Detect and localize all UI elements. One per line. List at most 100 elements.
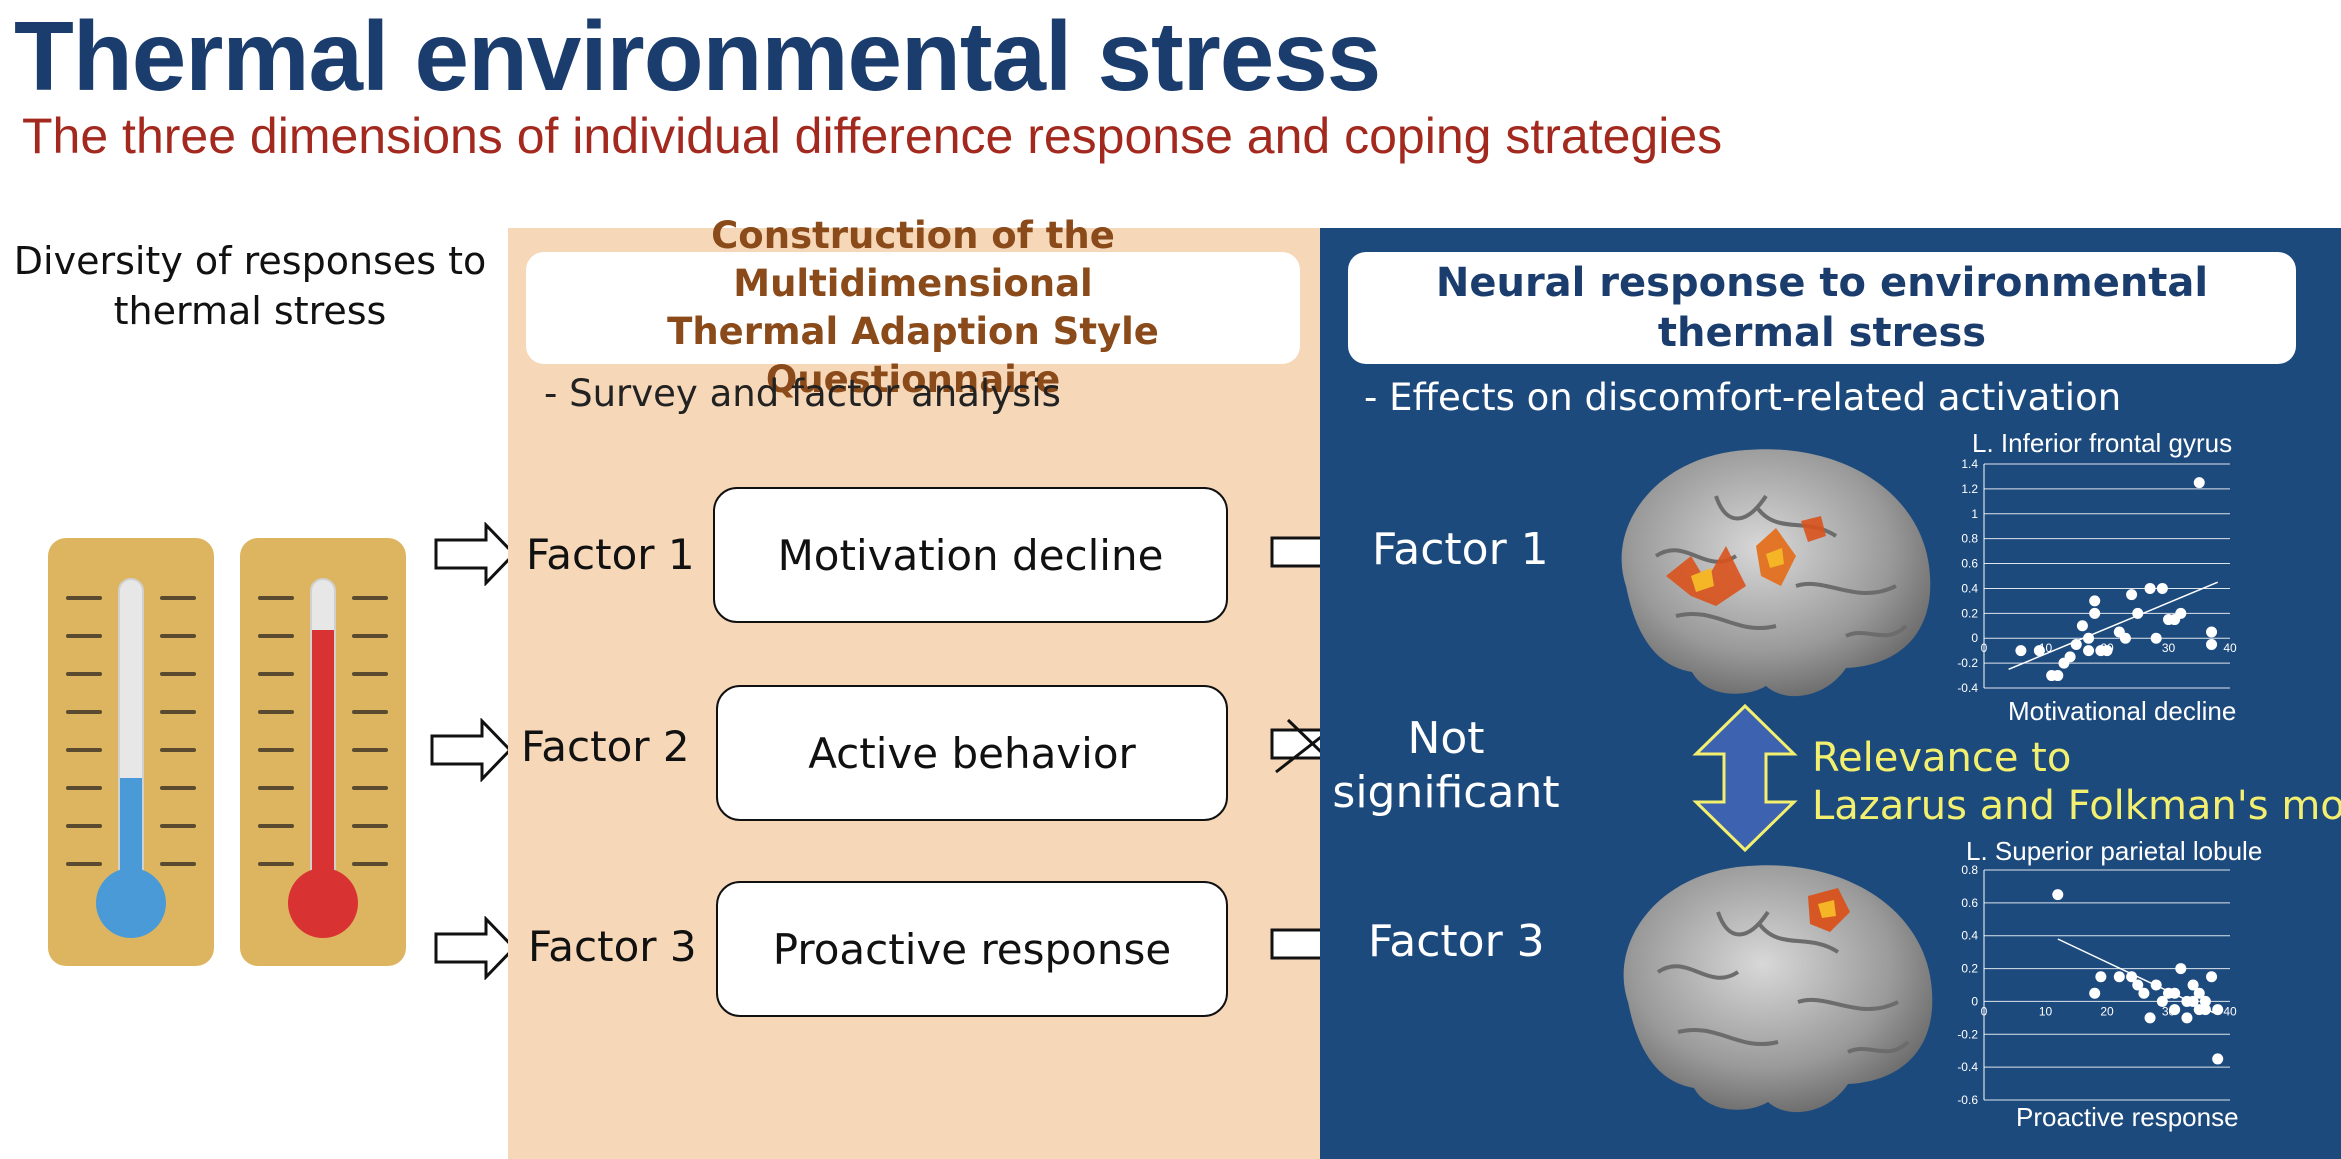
factor-1-label: Factor 1 <box>526 530 695 579</box>
data-point <box>2193 477 2205 489</box>
data-point <box>2095 971 2107 983</box>
data-point <box>2175 963 2187 975</box>
questionnaire-title-line2: Thermal Adaption Style Questionnaire <box>667 310 1159 401</box>
arrow-right-icon <box>434 916 516 980</box>
y-tick-label: 0.2 <box>1961 962 1978 976</box>
scatter-1-title: L. Inferior frontal gyrus <box>1972 428 2233 458</box>
y-tick-label: 0 <box>1971 631 1978 645</box>
scatter-plot-inferior-frontal: -0.4-0.200.20.40.60.811.21.4010203040 <box>1957 458 2237 695</box>
relevance-line2: Lazarus and Folkman's model <box>1812 783 2341 829</box>
data-point <box>2206 638 2218 650</box>
y-tick-label: 1.2 <box>1961 482 1978 496</box>
data-point <box>2156 995 2168 1007</box>
data-point <box>2175 607 2187 619</box>
right-factor-1-label: Factor 1 <box>1372 524 1549 575</box>
questionnaire-title: Construction of the Multidimensional The… <box>526 214 1300 401</box>
data-point <box>2193 987 2205 999</box>
x-tick-label: 20 <box>2100 1004 2114 1018</box>
data-point <box>2089 595 2101 607</box>
data-point <box>2089 607 2101 619</box>
page-subtitle: The three dimensions of individual diffe… <box>22 108 1723 164</box>
data-point <box>2212 1004 2224 1016</box>
brain-image-top <box>1621 449 1931 697</box>
x-tick-label: 40 <box>2223 1004 2237 1018</box>
data-point <box>2119 632 2131 644</box>
y-tick-label: -0.6 <box>1957 1093 1978 1107</box>
data-point <box>2076 620 2088 632</box>
data-point <box>2052 889 2064 901</box>
active-behavior-box: Active behavior <box>716 685 1228 821</box>
neural-title-line1: Neural response to environmental <box>1435 260 2209 306</box>
arrow-right-icon <box>434 522 516 586</box>
data-point <box>2150 632 2162 644</box>
data-point <box>2169 987 2181 999</box>
effects-note: - Effects on discomfort-related activati… <box>1364 376 2122 419</box>
data-point <box>2132 607 2144 619</box>
cold-thermometer-icon <box>48 538 214 966</box>
y-tick-label: 1.4 <box>1961 458 1978 471</box>
data-point <box>2150 979 2162 991</box>
scatter-plot-superior-parietal: -0.6-0.4-0.200.20.40.60.8010203040 <box>1957 864 2237 1107</box>
data-point <box>2083 645 2095 657</box>
y-tick-label: 0.2 <box>1961 606 1978 620</box>
factor-2-label: Factor 2 <box>521 722 690 771</box>
y-tick-label: -0.4 <box>1957 1060 1978 1074</box>
data-point <box>2126 589 2138 601</box>
scatter-2-title: L. Superior parietal lobule <box>1966 836 2263 866</box>
relevance-label: Relevance to Lazarus and Folkman's model <box>1812 734 2341 830</box>
right-factor-3-label: Factor 3 <box>1368 916 1545 967</box>
y-tick-label: -0.2 <box>1957 1027 1978 1041</box>
x-tick-label: 30 <box>2162 641 2176 655</box>
scatter-2-xlabel: Proactive response <box>2016 1102 2239 1132</box>
data-point <box>2138 987 2150 999</box>
data-point <box>2212 1053 2224 1065</box>
factor-3-label: Factor 3 <box>528 922 697 971</box>
data-point <box>2083 632 2095 644</box>
y-tick-label: 1 <box>1971 507 1978 521</box>
y-tick-label: 0 <box>1971 994 1978 1008</box>
y-tick-label: 0.4 <box>1961 581 1978 595</box>
y-tick-label: 0.4 <box>1961 929 1978 943</box>
neural-response-title: Neural response to environmental thermal… <box>1348 252 2296 364</box>
data-point <box>2206 971 2218 983</box>
y-tick-label: 0.8 <box>1961 864 1978 877</box>
data-point <box>2132 979 2144 991</box>
y-tick-label: 0.6 <box>1961 896 1978 910</box>
motivation-decline-box: Motivation decline <box>713 487 1228 623</box>
data-point <box>2206 626 2218 638</box>
data-point <box>2052 670 2064 682</box>
double-arrow-icon <box>1692 703 1798 853</box>
page-title: Thermal environmental stress <box>14 1 1381 111</box>
survey-note: - Survey and factor analysis <box>544 372 1061 415</box>
data-point <box>2169 1004 2181 1016</box>
brain-image-bottom <box>1623 865 1933 1113</box>
not-significant-label: Not significant <box>1326 712 1566 820</box>
y-tick-label: 0.6 <box>1961 557 1978 571</box>
data-point <box>2113 971 2125 983</box>
questionnaire-title-line1: Construction of the Multidimensional <box>711 214 1115 305</box>
data-point <box>2199 995 2211 1007</box>
proactive-response-box: Proactive response <box>716 881 1228 1017</box>
trend-line <box>2008 581 2218 671</box>
diversity-label: Diversity of responses to thermal stress <box>13 239 487 333</box>
y-tick-label: -0.4 <box>1957 681 1978 695</box>
data-point <box>2064 651 2076 663</box>
data-point <box>2144 582 2156 594</box>
data-point <box>2015 645 2027 657</box>
data-point <box>2089 987 2101 999</box>
arrow-right-icon <box>430 718 512 782</box>
y-tick-label: 0.8 <box>1961 532 1978 546</box>
data-point <box>2126 971 2138 983</box>
data-point <box>2187 979 2199 991</box>
relevance-line1: Relevance to <box>1812 735 2072 781</box>
x-tick-label: 40 <box>2223 641 2237 655</box>
not-significant-line1: Not <box>1407 713 1485 764</box>
scatter-1-xlabel: Motivational decline <box>2008 696 2237 726</box>
data-point <box>2101 645 2113 657</box>
data-point <box>2144 1012 2156 1024</box>
data-point <box>2033 645 2045 657</box>
x-tick-label: 10 <box>2039 1004 2053 1018</box>
hot-thermometer-icon <box>240 538 406 966</box>
data-point <box>2199 1004 2211 1016</box>
data-point <box>2181 1012 2193 1024</box>
